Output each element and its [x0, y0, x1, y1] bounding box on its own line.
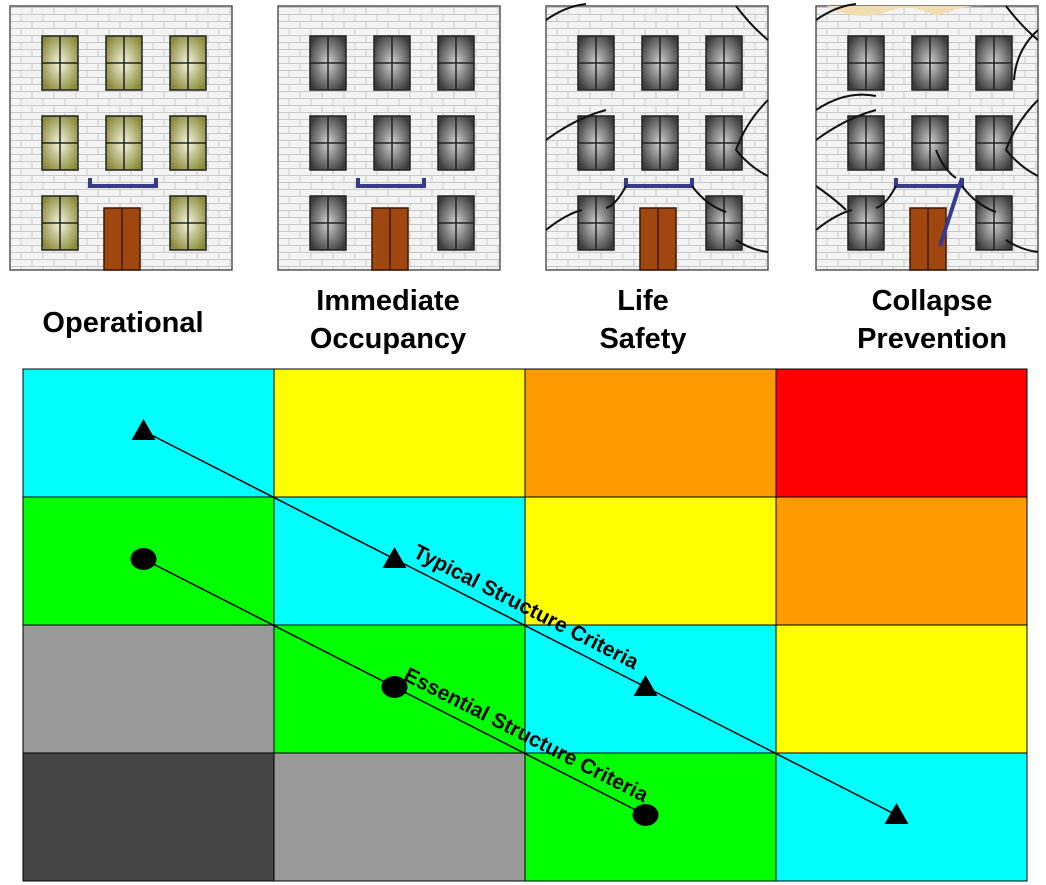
building-life-safety [545, 3, 769, 271]
window-mullion [310, 36, 346, 90]
triangle-marker-1 [382, 547, 407, 568]
window-mullion [706, 196, 742, 250]
triangle-marker-3 [884, 803, 909, 824]
crack [815, 3, 857, 21]
matrix-cell-r1-c3 [775, 496, 1028, 626]
matrix-cell-r2-c0 [22, 624, 275, 754]
label-operational-0: Operational [42, 307, 203, 339]
crack [815, 209, 853, 231]
window-mullion [912, 36, 948, 90]
triangle-marker-2 [633, 675, 658, 696]
matrix-cell-r0-c2 [524, 368, 777, 498]
matrix-cell-r0-c3 [775, 368, 1028, 498]
circle-marker-0 [130, 548, 157, 570]
label-collapse-prevention-0: Collapse [872, 285, 993, 317]
window-mullion [578, 116, 614, 170]
crack [815, 93, 877, 111]
window-mullion [42, 196, 78, 250]
building-immediate-occupancy [277, 5, 501, 271]
crack [1005, 239, 1039, 253]
window-mullion [578, 196, 614, 250]
window-mullion [106, 116, 142, 170]
crack [961, 185, 997, 213]
window-mullion [848, 116, 884, 170]
circle-marker-2 [632, 804, 659, 826]
crack [545, 109, 607, 141]
window-mullion [42, 116, 78, 170]
window-mullion [310, 116, 346, 170]
window-mullion [438, 36, 474, 90]
typical-criteria-line [143, 430, 897, 816]
window-mullion [170, 116, 206, 170]
label-immediate-occupancy-0: Immediate [316, 285, 459, 317]
window-mullion [848, 196, 884, 250]
window-mullion [42, 36, 78, 90]
matrix-cell-r3-c0 [22, 752, 275, 882]
crack [735, 239, 769, 253]
balcony [624, 178, 694, 188]
building-operational [9, 5, 233, 271]
window-mullion [912, 116, 948, 170]
crack [734, 99, 769, 177]
crack [1004, 99, 1039, 177]
crack [875, 185, 897, 209]
crack [545, 209, 583, 231]
crack [605, 185, 627, 209]
building-illustrations [9, 3, 1039, 271]
window-mullion [706, 116, 742, 170]
matrix-cell-r0-c1 [273, 368, 526, 498]
roof-damage [826, 5, 986, 16]
window-mullion [374, 116, 410, 170]
window-mullion [170, 36, 206, 90]
crack [815, 185, 847, 211]
label-immediate-occupancy-1: Occupancy [310, 323, 466, 355]
matrix-cell-r2-c3 [775, 624, 1028, 754]
fallen-balcony [938, 177, 964, 247]
triangle-marker-0 [131, 419, 156, 440]
crack [815, 109, 877, 141]
window-mullion [976, 116, 1012, 170]
balcony [88, 178, 158, 188]
window-mullion [438, 196, 474, 250]
window-mullion [642, 36, 678, 90]
window-mullion [310, 196, 346, 250]
crack [935, 149, 957, 179]
crack [691, 185, 727, 213]
matrix-cell-r1-c2 [524, 496, 777, 626]
matrix-cell-r3-c1 [273, 752, 526, 882]
window-mullion [976, 36, 1012, 90]
window-mullion [642, 116, 678, 170]
label-collapse-prevention-1: Prevention [857, 323, 1007, 355]
crack [1013, 29, 1039, 81]
building-collapse-prevention [815, 3, 1039, 271]
crack [545, 3, 587, 21]
window-mullion [106, 36, 142, 90]
window-mullion [170, 196, 206, 250]
window-mullion [848, 36, 884, 90]
label-life-safety-1: Safety [599, 323, 686, 355]
window-mullion [976, 196, 1012, 250]
window-mullion [438, 116, 474, 170]
balcony [356, 178, 426, 188]
label-life-safety-0: Life [617, 285, 669, 317]
circle-marker-1 [381, 676, 408, 698]
window-mullion [374, 36, 410, 90]
window-mullion [706, 36, 742, 90]
crack [735, 5, 769, 41]
crack [1005, 5, 1039, 41]
window-mullion [578, 36, 614, 90]
